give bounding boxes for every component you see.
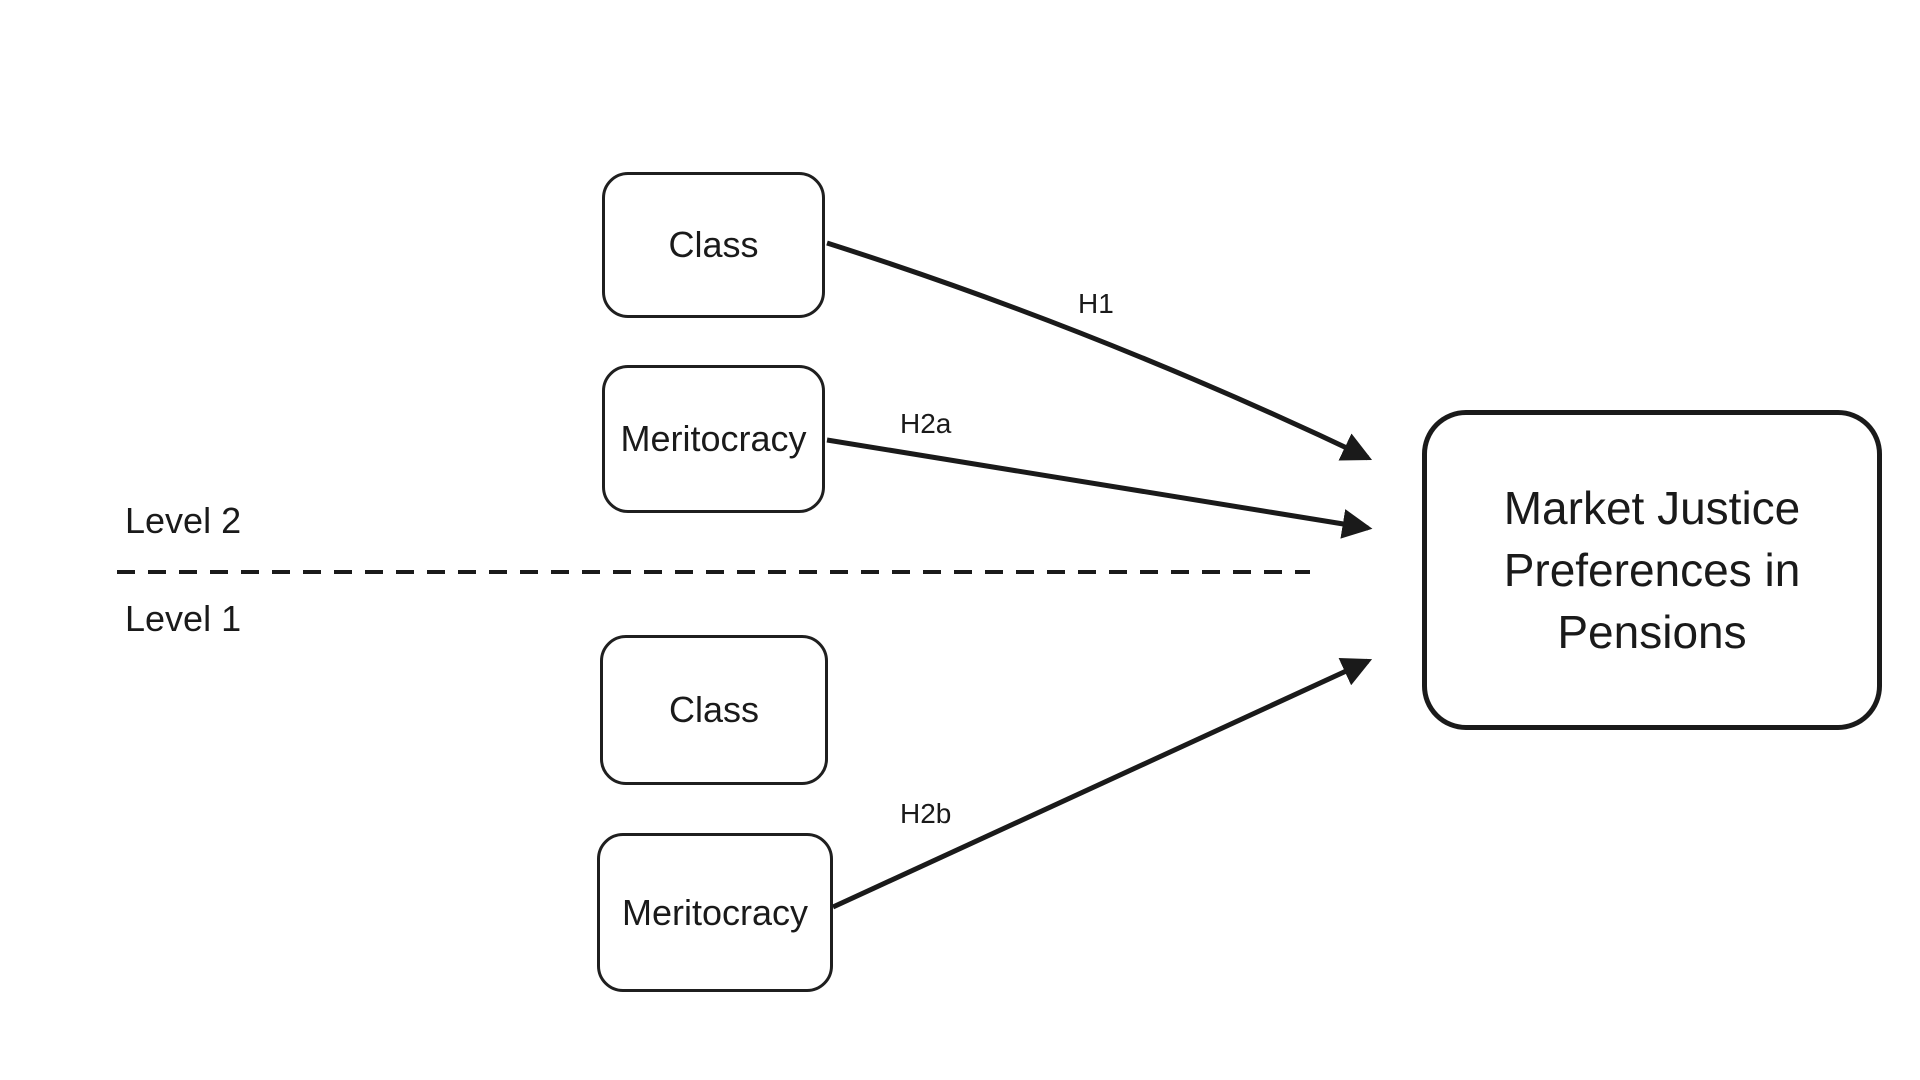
meritocracy-level1-node-label: Meritocracy [621,891,809,933]
market-justice-outcome-node: Market Justice Preferences in Pensions [1422,410,1882,730]
meritocracy-level1-node: Meritocracy [597,833,833,992]
edge-h2b-arrow [831,658,1373,910]
class-level1-node-label: Class [668,689,760,730]
class-level2-node: Class [602,172,825,318]
class-level1-node: Class [600,635,828,785]
level-2-label: Level 2 [125,500,242,541]
meritocracy-level2-node: Meritocracy [602,365,825,513]
edge-h1-label: H1 [1078,288,1114,319]
class-level2-node-label: Class [668,224,759,265]
level-1-label: Level 1 [125,598,242,639]
edge-h1-arrow [826,240,1373,461]
meritocracy-level2-node-label: Meritocracy [620,418,807,459]
edge-h2b-label: H2b [900,798,952,829]
edge-h2a-label: H2a [900,408,952,439]
edge-h2a-arrow [826,437,1373,539]
market-justice-outcome-node-label: Market Justice Preferences in Pensions [1503,481,1801,659]
